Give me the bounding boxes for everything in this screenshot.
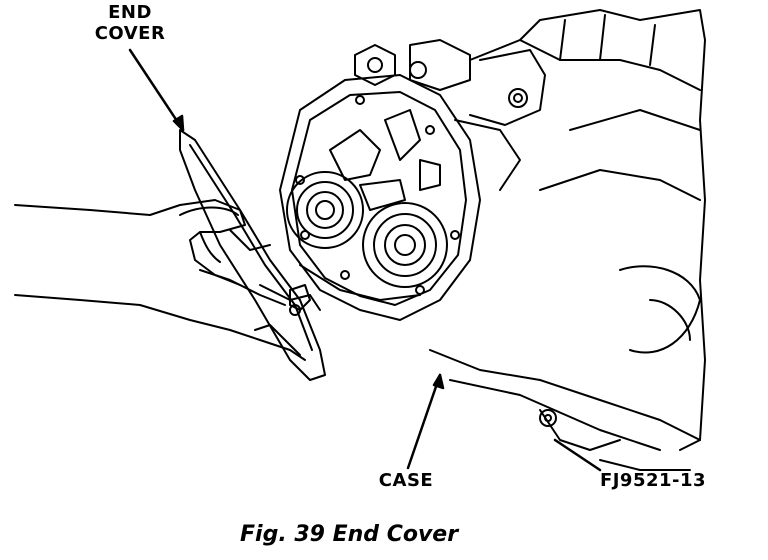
figure-code-label: FJ9521-13: [599, 470, 707, 491]
left-shaft-seal: [286, 171, 364, 249]
hands: [14, 199, 311, 361]
end-cover-label: END COVER: [82, 2, 178, 44]
end-cover-plate: [179, 129, 326, 381]
leader-lines: [128, 48, 602, 472]
gear-plate: [279, 74, 481, 321]
pump-housing: [354, 39, 546, 191]
transmission-case: [429, 9, 706, 471]
end-cover-label-line1: END: [108, 2, 152, 23]
right-shaft-seal: [362, 202, 448, 288]
case-label: CASE: [378, 470, 434, 491]
end-cover-label-line2: COVER: [94, 23, 166, 44]
figure-caption: Fig. 39 End Cover: [240, 522, 459, 547]
